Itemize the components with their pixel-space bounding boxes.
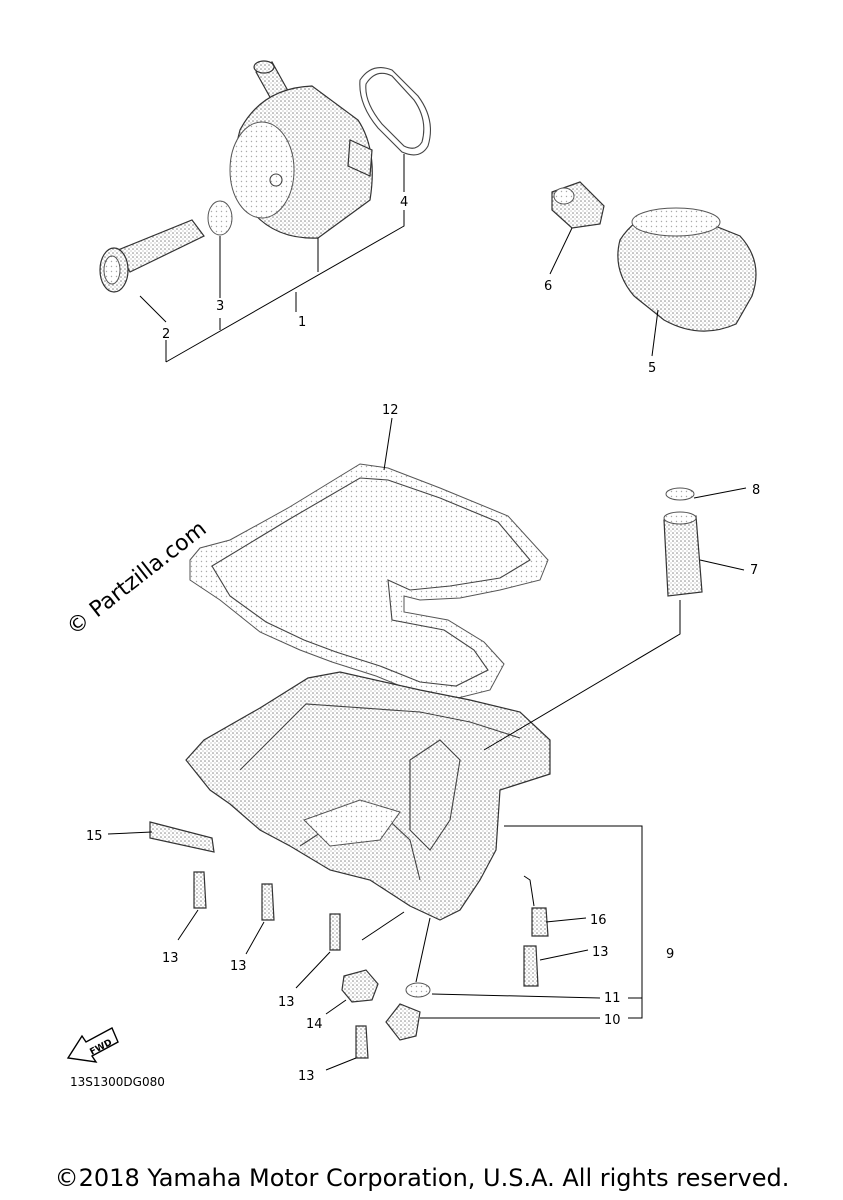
callout-12: 12 (382, 403, 399, 418)
drain-plug-part (341, 969, 379, 1003)
callout-8: 8 (752, 483, 760, 498)
callout-14: 14 (306, 1017, 323, 1032)
callout-13-b: 13 (230, 959, 247, 974)
fwd-arrow-icon: FWD (66, 1027, 119, 1063)
callout-13-a: 13 (162, 951, 179, 966)
washer-part (207, 200, 233, 236)
bolt-part (193, 871, 207, 909)
union-bolt-part (99, 219, 205, 293)
callout-7: 7 (750, 563, 758, 578)
callout-16: 16 (590, 913, 607, 928)
copyright-notice: ©2018 Yamaha Motor Corporation, U.S.A. A… (55, 1164, 790, 1192)
strainer-part (663, 511, 703, 597)
o-ring-11-part (405, 982, 431, 998)
callout-13-c: 13 (278, 995, 295, 1010)
watermark: © Partzilla.com (62, 517, 211, 641)
callout-9: 9 (666, 947, 674, 962)
callout-13-d: 13 (592, 945, 609, 960)
callout-5: 5 (648, 361, 656, 376)
callout-13-e: 13 (298, 1069, 315, 1084)
callout-10: 10 (604, 1013, 621, 1028)
o-ring-8-part (665, 487, 695, 501)
callout-1: 1 (298, 315, 306, 330)
callout-11: 11 (604, 991, 621, 1006)
callout-15: 15 (86, 829, 103, 844)
leader-lines (107, 154, 747, 1071)
callout-2: 2 (162, 327, 170, 342)
callout-6: 6 (544, 279, 552, 294)
callout-4: 4 (400, 195, 408, 210)
stud-part (149, 821, 215, 853)
o-ring-part (359, 67, 431, 156)
pipe-part (385, 1003, 421, 1041)
dowel-part (531, 907, 549, 937)
callout-3: 3 (216, 299, 224, 314)
oil-cooler-part (229, 60, 373, 239)
fitting-part (551, 181, 605, 229)
gasket-part (189, 463, 549, 701)
diagram-code: 13S1300DG080 (70, 1075, 165, 1089)
oil-pan-part (185, 671, 551, 921)
oil-filter-part (617, 207, 757, 332)
